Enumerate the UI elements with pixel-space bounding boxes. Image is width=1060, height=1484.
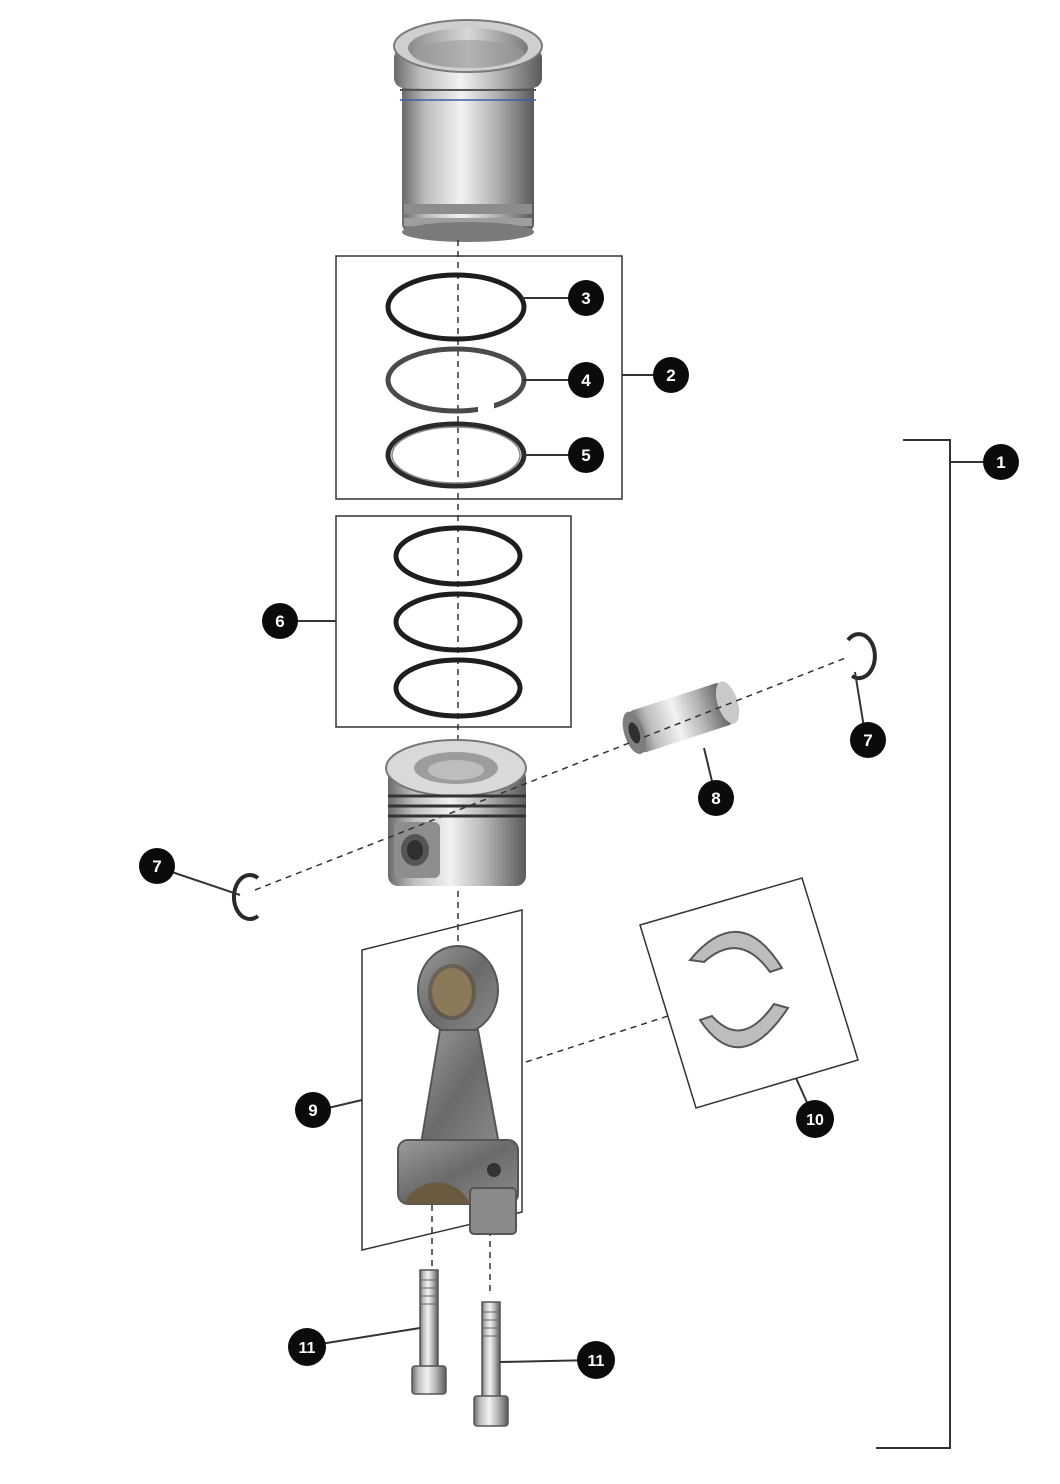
callout-10: 10 [796,1100,834,1138]
callout-10-label: 10 [806,1112,824,1129]
pin-axis [254,656,849,891]
callout-6-label: 6 [275,612,284,631]
callout-11-left: 11 [288,1328,326,1366]
callout-7-left-label: 7 [152,857,161,876]
callout-5-label: 5 [581,446,590,465]
callout-8-label: 8 [711,789,720,808]
callout-11-right: 11 [577,1341,615,1379]
oil-control-ring [385,421,527,489]
snap-ring-left [231,873,260,921]
piston-pin [622,681,740,754]
cylinder-liner [393,19,543,242]
connecting-rod-frame [361,909,523,1251]
rod-bearing-shells [688,931,790,1049]
callout-1-label: 1 [996,453,1005,472]
snap-ring-right [846,632,877,681]
ring-kit-frame [335,515,572,728]
callout-9: 9 [295,1092,331,1128]
rod-bolt-left [411,1269,447,1395]
rod-bolt-right [473,1301,509,1427]
callout-7-right: 7 [850,722,886,758]
callout-5: 5 [568,437,604,473]
callout-6: 6 [262,603,298,639]
connecting-rod [397,945,519,1235]
callout-1: 1 [983,444,1019,480]
piston-ring-kit [393,525,523,719]
callout-4-label: 4 [581,371,591,390]
bearing-axis [525,1015,669,1063]
callout-9-label: 9 [308,1101,317,1120]
assembly-bracket [876,439,951,1449]
callout-7-left: 7 [139,848,175,884]
callout-2-label: 2 [666,366,675,385]
callout-3-label: 3 [581,289,590,308]
callout-11-left-label: 11 [299,1340,316,1357]
callout-11-right-label: 11 [588,1353,605,1370]
piston [385,739,527,886]
ring-set-frame [335,255,623,500]
callout-2: 2 [653,357,689,393]
compression-ring-top [385,272,527,342]
callout-7-right-label: 7 [863,731,872,750]
rod-bearing-frame [639,877,859,1109]
callout-4: 4 [568,362,604,398]
compression-ring-second [385,346,527,414]
callout-8: 8 [698,780,734,816]
callout-3: 3 [568,280,604,316]
